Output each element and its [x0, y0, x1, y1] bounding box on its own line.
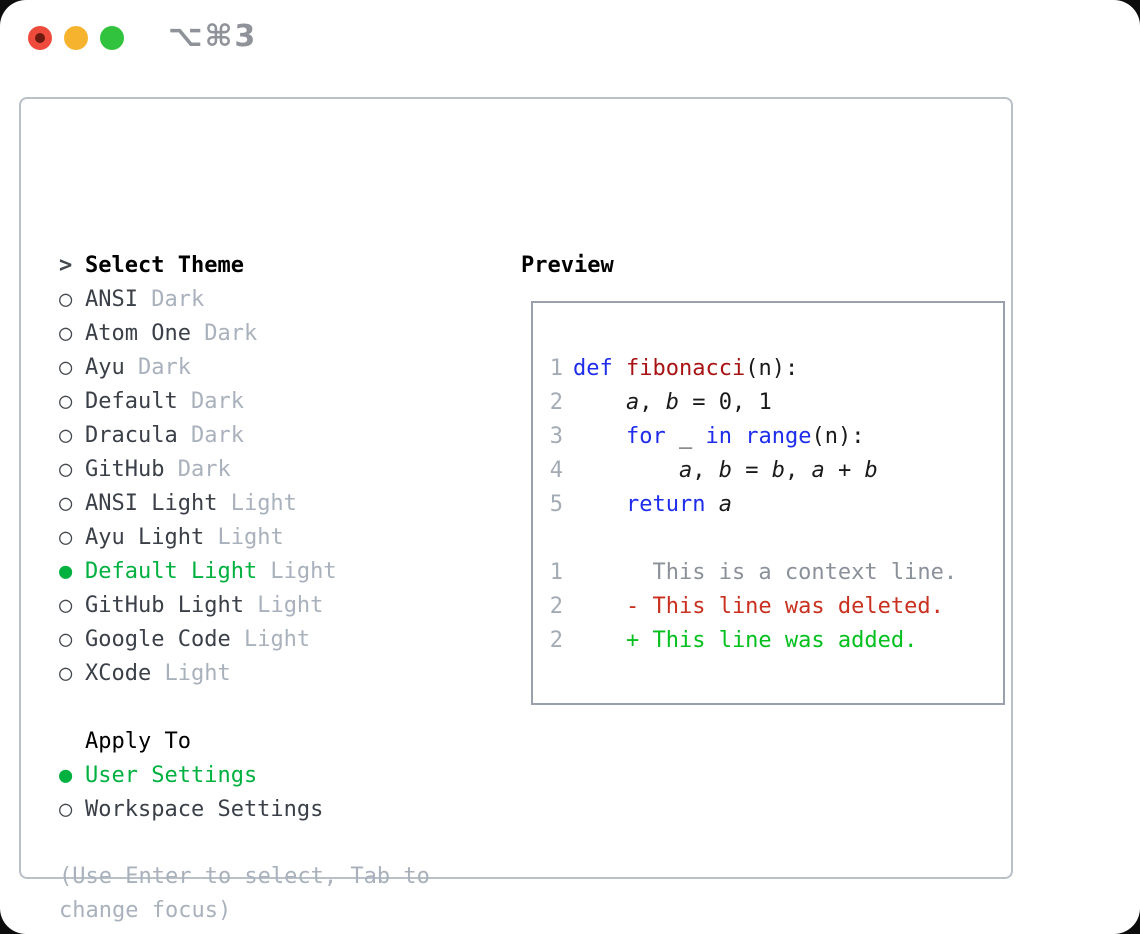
radio-icon: ○ — [59, 592, 73, 618]
code-line: 5 return a — [549, 487, 1003, 521]
theme-option-variant: Light — [257, 558, 337, 584]
radio-icon: ○ — [59, 456, 73, 482]
theme-option-label: Default Light — [85, 558, 258, 584]
theme-option-variant: Light — [217, 490, 297, 516]
theme-option-label: ANSI — [85, 286, 138, 312]
apply-to-option[interactable]: ○ Workspace Settings — [59, 792, 323, 826]
line-number: 2 — [549, 389, 563, 415]
line-number: 4 — [549, 457, 563, 483]
theme-option[interactable]: ○ ANSI Light Light — [59, 486, 337, 520]
theme-option-variant: Light — [243, 592, 324, 618]
code-text: - This line was deleted. — [573, 593, 944, 619]
theme-option[interactable]: ○ GitHub Light Light — [59, 588, 337, 622]
theme-option-variant: Light — [151, 660, 231, 686]
close-button-icon[interactable] — [28, 26, 52, 50]
theme-option[interactable]: ○ Google Code Light — [59, 622, 337, 656]
theme-option-label: Ayu Light — [85, 524, 205, 550]
theme-option[interactable]: ○ Ayu Light Light — [59, 520, 337, 554]
theme-option-label: GitHub Light — [85, 592, 244, 618]
code-text: a, b = 0, 1 — [625, 389, 772, 415]
code-line: 4 a, b = b, a + b — [549, 453, 1003, 487]
theme-option-label: Google Code — [85, 626, 231, 652]
code-text: + This line was added. — [573, 627, 918, 653]
theme-option-label: Default — [85, 388, 178, 414]
theme-option-variant: Dark — [190, 320, 258, 346]
radio-icon: ○ — [59, 388, 73, 414]
theme-option-label: GitHub — [85, 456, 165, 482]
theme-list-title: Select Theme — [85, 252, 244, 278]
code-text: def fibonacci(n): — [573, 355, 799, 381]
theme-option-variant: Light — [230, 626, 311, 652]
code-line: 1 def fibonacci(n): — [549, 351, 1003, 385]
theme-option[interactable]: ○ GitHub Dark — [59, 452, 337, 486]
theme-option-variant: Dark — [124, 354, 191, 380]
theme-option[interactable]: ● Default Light Light — [59, 554, 337, 588]
apply-to-option[interactable]: ● User Settings — [59, 758, 323, 792]
theme-option-label: ANSI Light — [85, 490, 218, 516]
radio-icon: ○ — [59, 320, 73, 346]
line-number: 2 — [549, 627, 563, 653]
theme-option[interactable]: ○ ANSI Dark — [59, 282, 337, 316]
preview-title: Preview — [521, 252, 614, 278]
radio-icon: ○ — [59, 524, 73, 550]
apply-to-title: Apply To — [85, 728, 191, 754]
theme-option-label: Dracula — [85, 422, 178, 448]
theme-option-variant: Dark — [177, 422, 244, 448]
theme-picker-panel: >Select Theme ○ANSI Dark○Atom One Dark○A… — [19, 97, 1013, 923]
radio-selected-icon: ● — [59, 762, 73, 788]
apply-to-option-label: User Settings — [85, 762, 258, 788]
help-text: (Use Enter to select, Tab to change focu… — [59, 864, 430, 923]
minimize-button-icon[interactable] — [64, 26, 88, 50]
radio-icon: ○ — [59, 660, 73, 686]
radio-icon: ○ — [59, 796, 73, 822]
code-text: for _ in range(n): — [625, 423, 865, 449]
code-text: This is a context line. — [573, 559, 958, 585]
window-shortcut-label: ⌥⌘3 — [168, 19, 258, 54]
apply-to-title-spacer — [59, 729, 85, 754]
radio-icon: ○ — [59, 422, 73, 448]
code-line: 3 for _ in range(n): — [549, 419, 1003, 453]
code-line: 2 + This line was added. — [549, 623, 1003, 657]
line-number: 5 — [549, 491, 563, 517]
radio-icon: ○ — [59, 286, 73, 312]
theme-option-variant: Dark — [164, 456, 231, 482]
theme-option[interactable]: ○ Atom One Dark — [59, 316, 337, 350]
code-line: 2 - This line was deleted. — [549, 589, 1003, 623]
theme-option[interactable]: ○ Dracula Dark — [59, 418, 337, 452]
theme-option-label: XCode — [85, 660, 152, 686]
theme-option[interactable]: ○ Default Dark — [59, 384, 337, 418]
radio-icon: ○ — [59, 490, 73, 516]
apply-to-option-label: Workspace Settings — [85, 796, 324, 822]
theme-option[interactable]: ○ XCode Light — [59, 656, 337, 690]
theme-option-label: Atom One — [85, 320, 191, 346]
theme-option-variant: Dark — [137, 286, 205, 312]
cursor-icon: > — [59, 252, 73, 278]
code-line: 1 This is a context line. — [549, 555, 1003, 589]
theme-option-label: Ayu — [85, 354, 125, 380]
code-line: 2 a, b = 0, 1 — [549, 385, 1003, 419]
theme-option[interactable]: ○ Ayu Dark — [59, 350, 337, 384]
line-number: 1 — [549, 355, 563, 381]
theme-option-variant: Dark — [177, 388, 244, 414]
line-number: 3 — [549, 423, 563, 449]
theme-option-variant: Light — [204, 524, 284, 550]
radio-icon: ○ — [59, 626, 73, 652]
radio-icon: ○ — [59, 354, 73, 380]
line-number: 2 — [549, 593, 563, 619]
code-text: return a — [625, 491, 732, 517]
zoom-button-icon[interactable] — [100, 26, 124, 50]
code-line — [549, 521, 1003, 555]
apply-to-title-row: Apply To — [59, 724, 323, 758]
apply-to-section: Apply To ● User Settings ○ Workspace Settin… — [59, 724, 323, 826]
theme-list: > Select Theme ○ ANSI Dark ○ Atom One Dark ○ A… — [59, 248, 337, 690]
line-number: 1 — [549, 559, 563, 585]
theme-list-title-row: > Select Theme — [59, 248, 337, 282]
radio-selected-icon: ● — [59, 558, 73, 584]
code-text: a, b = b, a + b — [678, 457, 878, 483]
